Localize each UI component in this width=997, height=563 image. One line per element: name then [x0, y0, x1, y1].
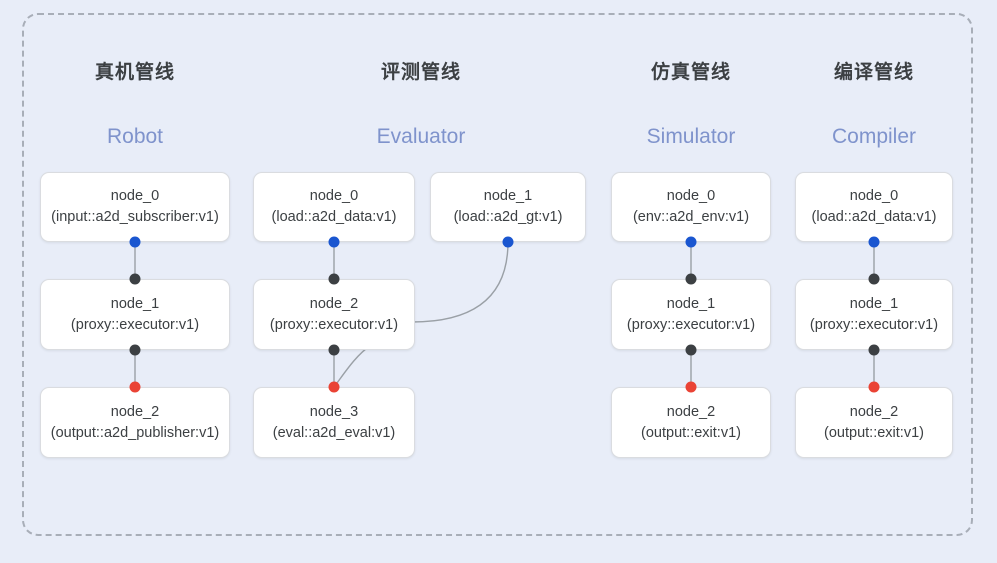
- node-title: node_2: [666, 403, 716, 420]
- port-evaluator-1-out[interactable]: [502, 236, 514, 248]
- node-title: node_3: [309, 403, 359, 420]
- column-header-evaluator: 评测管线: [311, 60, 531, 86]
- node-simulator-1[interactable]: node_1 (proxy::executor:v1): [611, 279, 771, 350]
- node-evaluator-1[interactable]: node_1 (load::a2d_gt:v1): [430, 172, 586, 242]
- node-title: node_2: [309, 295, 359, 312]
- node-evaluator-0[interactable]: node_0 (load::a2d_data:v1): [253, 172, 415, 242]
- node-type: (output::exit:v1): [641, 424, 741, 441]
- column-cn-title-robot: 真机管线: [94, 62, 175, 83]
- column-header-compiler: 编译管线: [764, 60, 984, 86]
- node-title: node_1: [110, 295, 160, 312]
- node-evaluator-3[interactable]: node_3 (eval::a2d_eval:v1): [253, 387, 415, 458]
- node-robot-1[interactable]: node_1 (proxy::executor:v1): [40, 279, 230, 350]
- column-header-robot: 真机管线: [25, 60, 245, 86]
- node-type: (proxy::executor:v1): [269, 316, 399, 333]
- node-title: node_2: [110, 403, 160, 420]
- node-type: (load::a2d_data:v1): [811, 209, 937, 225]
- node-title: node_1: [483, 188, 533, 204]
- node-simulator-0[interactable]: node_0 (env::a2d_env:v1): [611, 172, 771, 242]
- node-type: (proxy::executor:v1): [626, 316, 756, 333]
- port-robot-2-in[interactable]: [129, 381, 141, 393]
- node-type: (load::a2d_data:v1): [271, 209, 397, 225]
- column-en-header-simulator: Simulator: [581, 122, 801, 152]
- node-title: node_0: [849, 188, 899, 204]
- column-en-title-robot: Robot: [106, 125, 164, 148]
- node-simulator-2[interactable]: node_2 (output::exit:v1): [611, 387, 771, 458]
- port-compiler-2-in[interactable]: [868, 381, 880, 393]
- port-robot-1-out[interactable]: [129, 344, 141, 356]
- column-en-title-evaluator: Evaluator: [376, 125, 466, 148]
- port-evaluator-2-in[interactable]: [328, 273, 340, 285]
- node-robot-0[interactable]: node_0 (input::a2d_subscriber:v1): [40, 172, 230, 242]
- column-cn-title-evaluator: 评测管线: [380, 62, 461, 83]
- node-compiler-2[interactable]: node_2 (output::exit:v1): [795, 387, 953, 458]
- column-en-title-compiler: Compiler: [831, 125, 917, 148]
- node-title: node_1: [666, 295, 716, 312]
- port-simulator-1-out[interactable]: [685, 344, 697, 356]
- port-simulator-2-in[interactable]: [685, 381, 697, 393]
- node-type: (input::a2d_subscriber:v1): [51, 209, 219, 225]
- port-evaluator-2-out[interactable]: [328, 344, 340, 356]
- node-type: (output::exit:v1): [824, 424, 924, 441]
- node-title: node_0: [309, 188, 359, 204]
- node-compiler-1[interactable]: node_1 (proxy::executor:v1): [795, 279, 953, 350]
- port-simulator-0-out[interactable]: [685, 236, 697, 248]
- port-simulator-1-in[interactable]: [685, 273, 697, 285]
- column-header-simulator: 仿真管线: [581, 60, 801, 86]
- column-en-header-compiler: Compiler: [764, 122, 984, 152]
- node-type: (proxy::executor:v1): [809, 316, 939, 333]
- node-title: node_0: [666, 188, 716, 204]
- port-robot-1-in[interactable]: [129, 273, 141, 285]
- port-compiler-1-out[interactable]: [868, 344, 880, 356]
- node-robot-2[interactable]: node_2 (output::a2d_publisher:v1): [40, 387, 230, 458]
- node-title: node_0: [110, 188, 160, 204]
- port-evaluator-3-in[interactable]: [328, 381, 340, 393]
- node-title: node_2: [849, 403, 899, 420]
- node-compiler-0[interactable]: node_0 (load::a2d_data:v1): [795, 172, 953, 242]
- node-type: (proxy::executor:v1): [70, 316, 200, 333]
- node-type: (output::a2d_publisher:v1): [50, 424, 220, 441]
- node-type: (load::a2d_gt:v1): [453, 209, 563, 225]
- node-title: node_1: [849, 295, 899, 312]
- column-en-title-simulator: Simulator: [646, 125, 736, 148]
- port-evaluator-0-out[interactable]: [328, 236, 340, 248]
- column-cn-title-simulator: 仿真管线: [650, 62, 731, 83]
- node-type: (env::a2d_env:v1): [632, 209, 750, 225]
- port-compiler-1-in[interactable]: [868, 273, 880, 285]
- column-en-header-evaluator: Evaluator: [311, 122, 531, 152]
- port-robot-0-out[interactable]: [129, 236, 141, 248]
- column-cn-title-compiler: 编译管线: [833, 62, 914, 83]
- node-evaluator-2[interactable]: node_2 (proxy::executor:v1): [253, 279, 415, 350]
- node-type: (eval::a2d_eval:v1): [272, 424, 396, 441]
- column-en-header-robot: Robot: [25, 122, 245, 152]
- port-compiler-0-out[interactable]: [868, 236, 880, 248]
